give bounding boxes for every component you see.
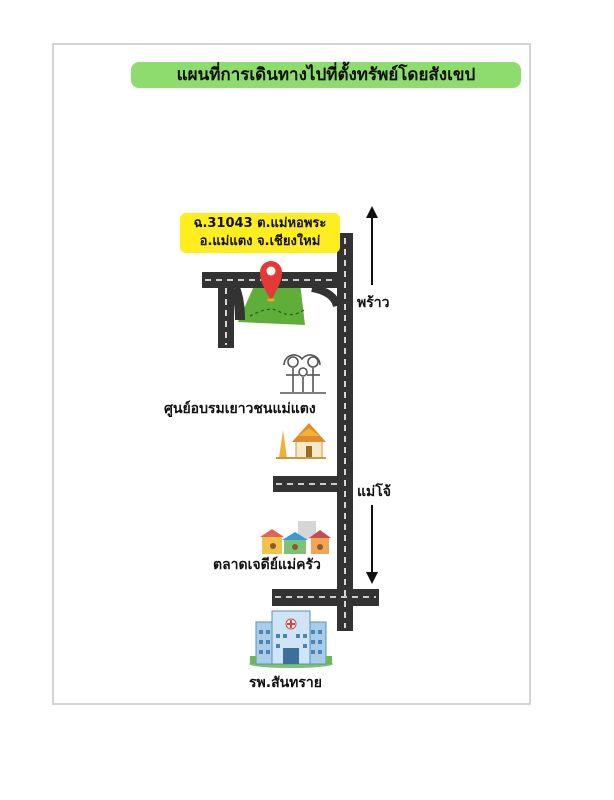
address-line-1: ฉ.31043 ต.แม่หอพระ <box>193 216 327 231</box>
map-title: แผนที่การเดินทางไปที่ตั้งทรัพย์โดยสังเขป <box>131 62 521 88</box>
address-line-2: อ.แม่แตง จ.เชียงใหม่ <box>199 234 321 249</box>
road-label-south: แม่โจ้ <box>357 484 391 500</box>
hospital-icon <box>249 610 333 668</box>
property-address-label: ฉ.31043 ต.แม่หอพระ อ.แม่แตง จ.เชียงใหม่ <box>180 213 340 253</box>
temple-icon <box>276 423 326 459</box>
land-plot <box>238 283 305 325</box>
people-icon <box>280 354 326 394</box>
landmark-hospital: รพ.สันทราย <box>249 675 322 691</box>
market-icon <box>260 521 331 554</box>
road-label-north: พร้าว <box>357 295 390 311</box>
hospital-road <box>272 589 379 606</box>
landmark-market: ตลาดเจดีย์แม่ครัว <box>213 557 321 573</box>
main-road <box>337 233 353 631</box>
location-pin-icon <box>260 261 282 302</box>
landmark-youth-center: ศูนย์อบรมเยาวชนแม่แตง <box>164 401 316 417</box>
land-boundary <box>249 308 305 317</box>
